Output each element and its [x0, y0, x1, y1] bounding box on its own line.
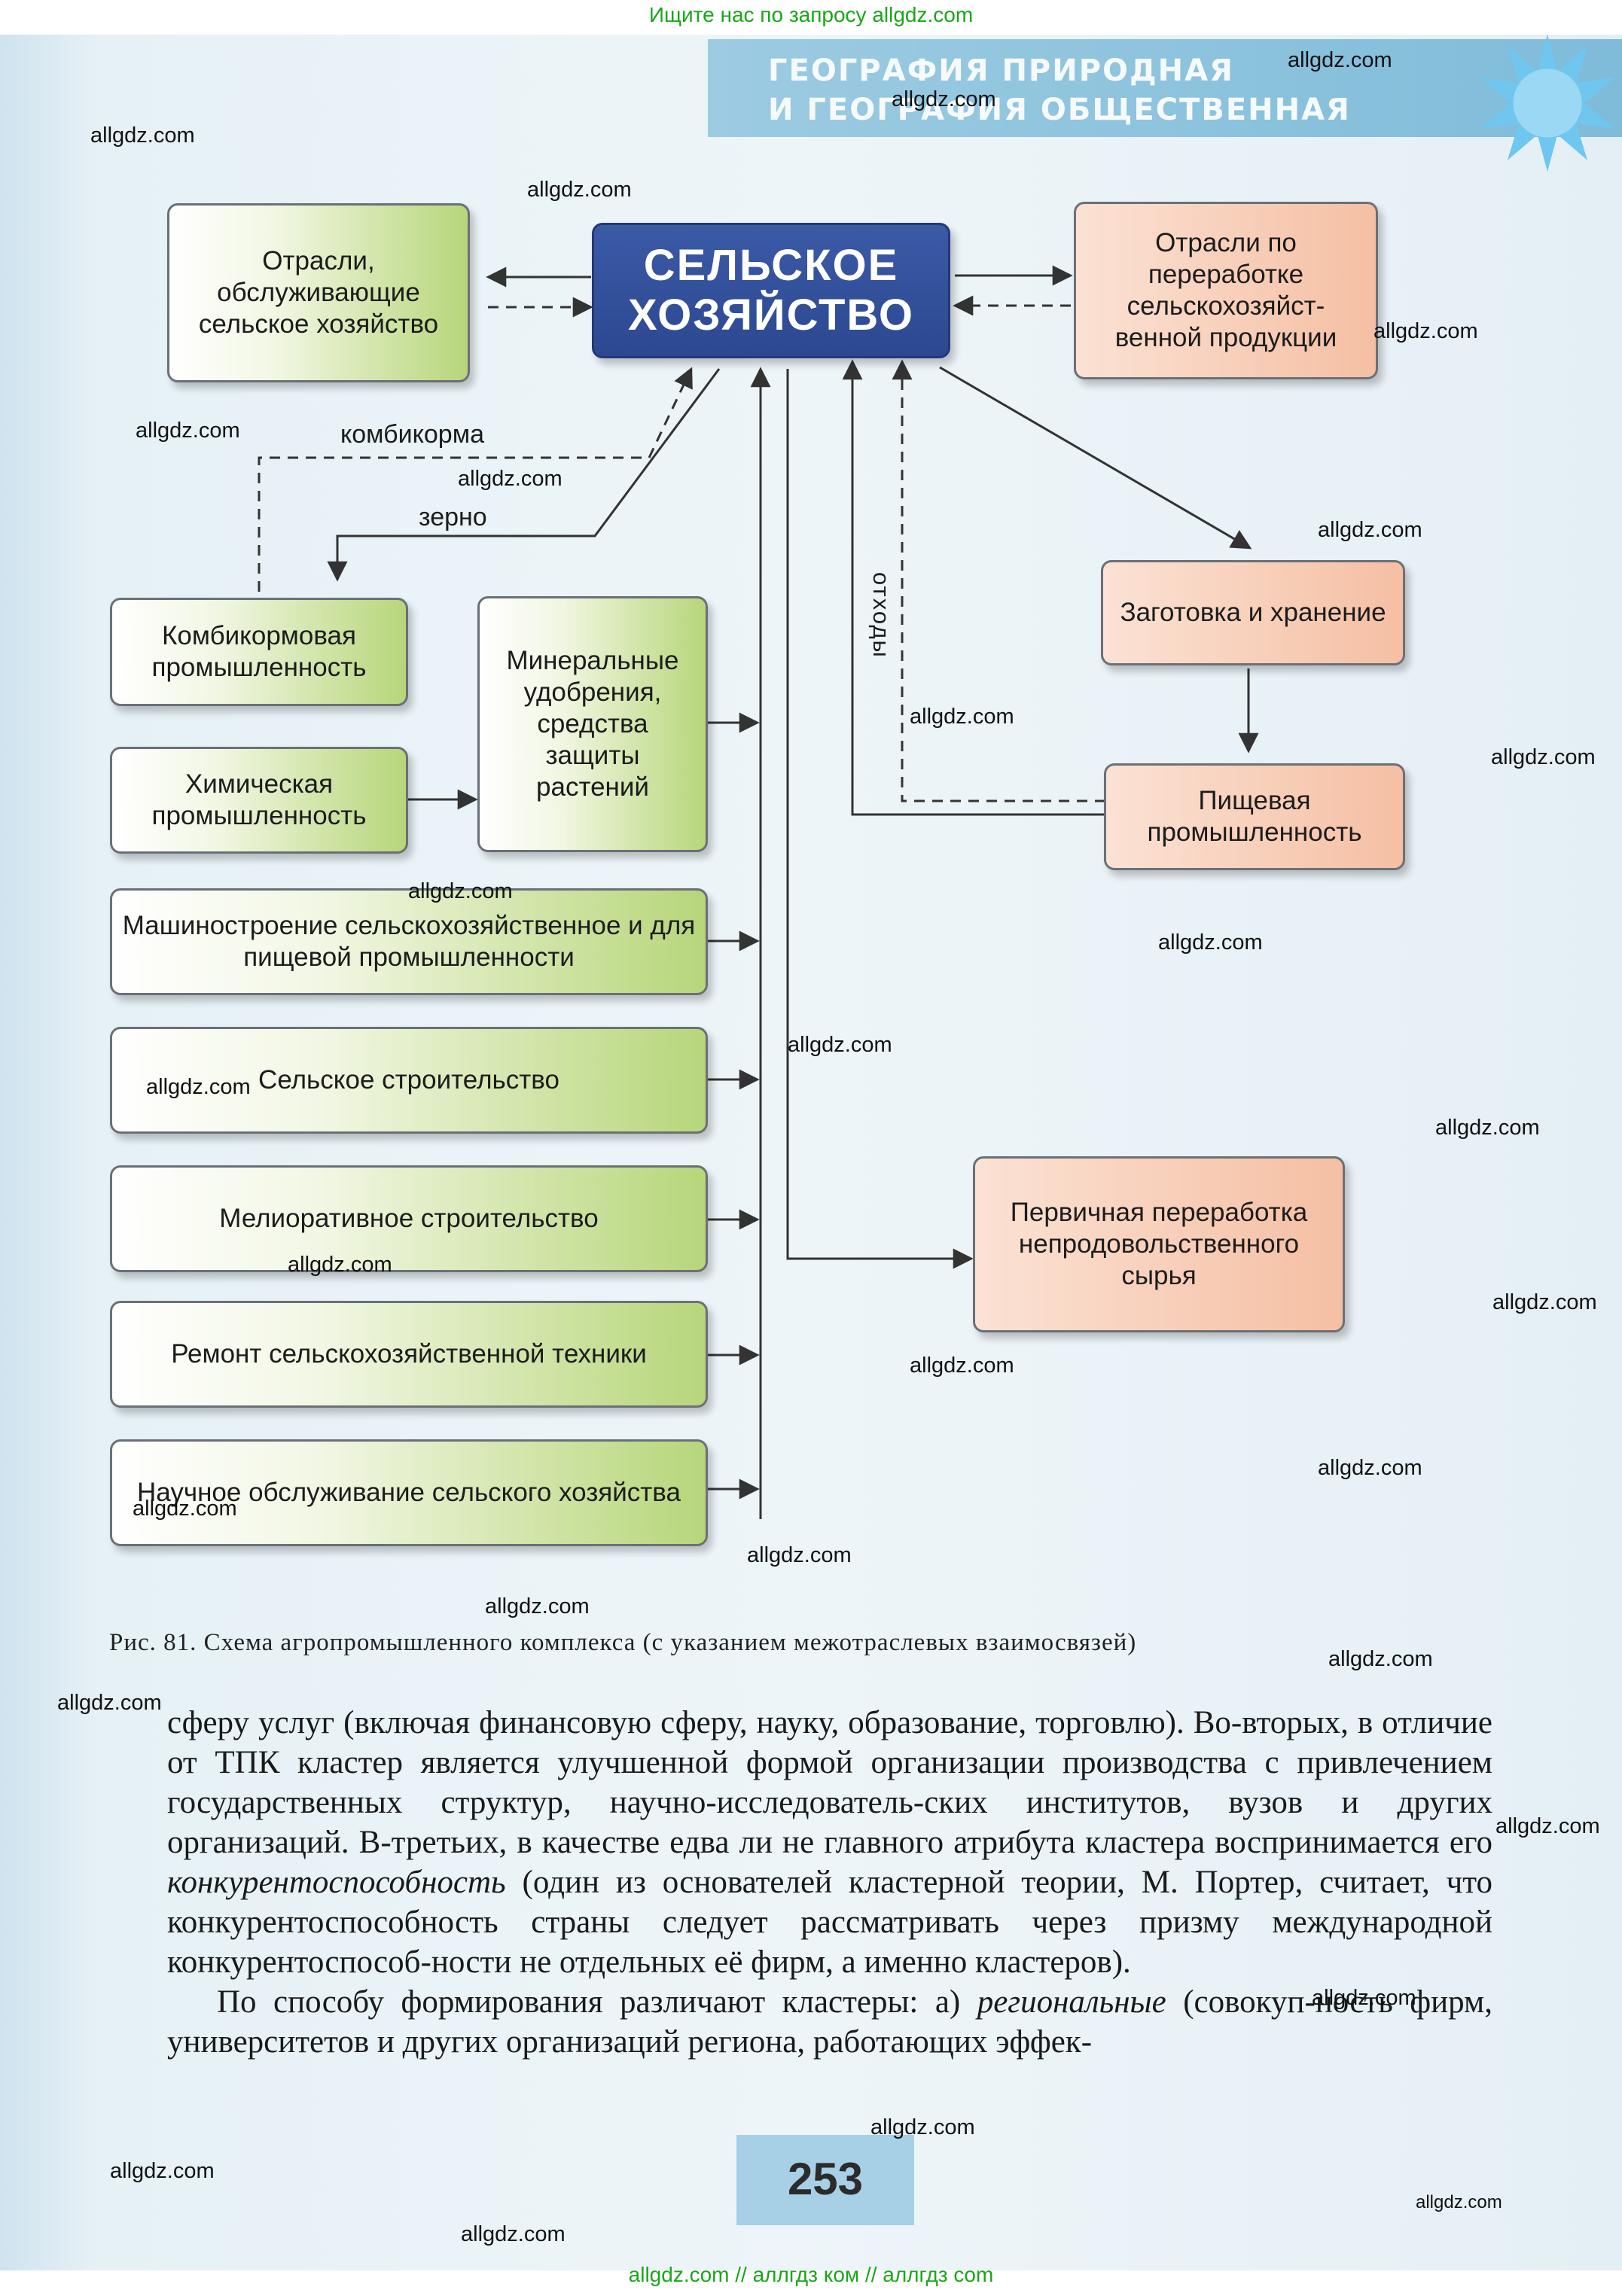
- paragraph-2: По способу формирования различают класте…: [167, 1982, 1492, 2062]
- header-band: [708, 39, 1622, 137]
- watermark: allgdz.com: [1416, 2192, 1502, 2212]
- watermark: allgdz.com: [1491, 745, 1596, 769]
- star-icon: [1480, 34, 1615, 172]
- box-feed-industry: Комбикормовая промышленность: [110, 598, 408, 706]
- watermark: allgdz.com: [892, 87, 996, 111]
- box-food-industry: Пищевая промышленность: [1104, 763, 1405, 870]
- watermark: allgdz.com: [146, 1075, 251, 1099]
- page-number-box: [736, 2135, 914, 2225]
- paragraph-2-start: По способу формирования различают класте…: [217, 1984, 977, 2020]
- box-machinery-repair: Ремонт сельскохозяйственной техники: [110, 1301, 708, 1408]
- term-competitiveness: конкурентоспособность: [167, 1865, 506, 1900]
- box-service-industries: Отрасли, обслуживающие сельское хозяйств…: [167, 203, 470, 382]
- watermark: allgdz.com: [1328, 1647, 1433, 1671]
- box-processing-industries: Отрасли по переработке сельскохозяйст-ве…: [1074, 202, 1378, 379]
- paragraph-2-end: (совокуп-ность фирм, университетов и дру…: [167, 1984, 1492, 2060]
- label-waste: отходы: [868, 572, 895, 659]
- header-title: ГЕОГРАФИЯ ПРИРОДНАЯ И ГЕОГРАФИЯ ОБЩЕСТВЕ…: [768, 51, 1446, 129]
- paragraph-1-end: (один из основателей кластерной теории, …: [167, 1865, 1492, 1980]
- center-box-agriculture: СЕЛЬСКОЕ ХОЗЯЙСТВО: [592, 223, 950, 358]
- box-chemical-industry: Химическая промышленность: [110, 747, 408, 854]
- label-grain: зерно: [419, 503, 487, 531]
- paragraph-1: сферу услуг (включая финансовую сферу, н…: [167, 1703, 1492, 1982]
- paragraph-1-start: сферу услуг (включая финансовую сферу, н…: [167, 1705, 1492, 1860]
- watermark: allgdz.com: [910, 705, 1014, 729]
- watermark: allgdz.com: [1288, 48, 1392, 72]
- figure-caption: Рис. 81. Схема агропромышленного комплек…: [109, 1629, 1137, 1656]
- header-line-1: ГЕОГРАФИЯ ПРИРОДНАЯ: [768, 53, 1234, 88]
- top-site-link[interactable]: Ищите нас по запросу allgdz.com: [648, 3, 974, 26]
- box-machinery: Машиностроение сельскохозяйственное и дл…: [110, 888, 708, 995]
- watermark: allgdz.com: [110, 2159, 215, 2183]
- page-background: [0, 35, 1622, 2270]
- watermark: allgdz.com: [458, 467, 563, 491]
- watermark: allgdz.com: [910, 1354, 1014, 1378]
- watermark: allgdz.com: [1492, 1290, 1597, 1314]
- watermark: allgdz.com: [408, 879, 513, 903]
- box-storage: Заготовка и хранение: [1101, 560, 1405, 665]
- watermark: allgdz.com: [461, 2222, 566, 2246]
- watermark: allgdz.com: [288, 1253, 392, 1277]
- watermark: allgdz.com: [1495, 1814, 1600, 1838]
- term-regional: региональные: [977, 1984, 1166, 2020]
- watermark: allgdz.com: [90, 123, 195, 148]
- box-rural-construction: Сельское строительство: [110, 1027, 708, 1134]
- body-text: сферу услуг (включая финансовую сферу, н…: [167, 1703, 1492, 2062]
- box-fertilizers: Минеральные удобрения, средства защиты р…: [477, 596, 708, 852]
- watermark: allgdz.com: [136, 419, 240, 443]
- watermark: allgdz.com: [788, 1033, 892, 1057]
- watermark: allgdz.com: [1312, 1986, 1416, 2010]
- watermark: allgdz.com: [870, 2115, 975, 2139]
- watermark: allgdz.com: [1318, 518, 1422, 542]
- watermark: allgdz.com: [527, 178, 632, 202]
- page-number: 253: [787, 2154, 864, 2204]
- label-feed: комбикорма: [340, 420, 484, 449]
- watermark: allgdz.com: [747, 1543, 852, 1567]
- header-line-2: И ГЕОГРАФИЯ ОБЩЕСТВЕННАЯ: [768, 93, 1351, 127]
- watermark: allgdz.com: [1374, 319, 1478, 343]
- watermark: allgdz.com: [1318, 1456, 1422, 1480]
- watermark: allgdz.com: [485, 1594, 590, 1618]
- box-primary-processing: Первичная переработка непродовольственно…: [973, 1156, 1345, 1332]
- box-science-service: Научное обслуживание сельского хозяйства: [110, 1439, 708, 1546]
- watermark: allgdz.com: [1435, 1116, 1540, 1140]
- watermark: allgdz.com: [57, 1691, 162, 1715]
- box-melioration: Мелиоративное строительство: [110, 1165, 708, 1272]
- watermark: allgdz.com: [133, 1497, 237, 1521]
- bottom-site-link[interactable]: allgdz.com // аллгдз ком // аллгдз com: [628, 2263, 994, 2286]
- watermark: allgdz.com: [1158, 930, 1263, 955]
